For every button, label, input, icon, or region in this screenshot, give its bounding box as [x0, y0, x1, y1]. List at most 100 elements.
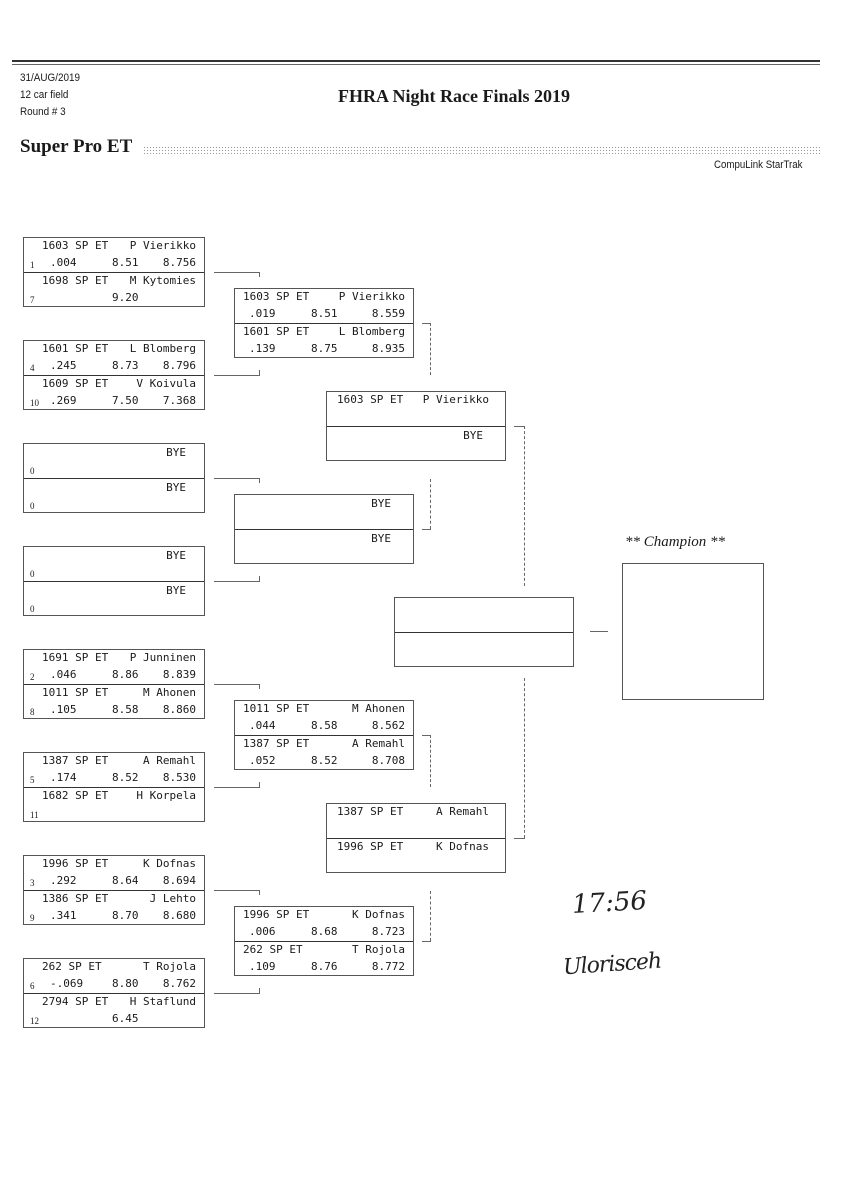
dial-in: 8.51	[311, 307, 338, 320]
dial-in: 8.51	[112, 256, 139, 269]
seed-number: 11	[30, 810, 39, 820]
seed-number: 0	[30, 501, 35, 511]
car-number: 1601 SP ET	[42, 342, 109, 355]
car-number: 262 SP ET	[243, 943, 303, 956]
bye-label: BYE	[166, 549, 186, 562]
round1-connector-tick	[259, 478, 260, 483]
round1-connector-tick	[259, 684, 260, 689]
round3-connector	[514, 838, 525, 839]
seed-number: 1	[30, 260, 35, 270]
lane-top: BYE	[235, 495, 413, 529]
driver-name: H Staflund	[129, 995, 196, 1008]
round3-connector-dashed	[524, 678, 525, 838]
dial-in: 8.80	[112, 977, 139, 990]
car-number: 1603 SP ET	[42, 239, 109, 252]
driver-name: V Koivula	[136, 377, 196, 390]
driver-name: J Lehto	[149, 892, 196, 905]
car-number: 1996 SP ET	[243, 908, 310, 921]
dial-in: 8.75	[311, 342, 338, 355]
driver-name: L Blomberg	[129, 342, 196, 355]
round2-connector	[422, 323, 431, 324]
driver-name: A Remahl	[352, 737, 405, 750]
seed-number: 8	[30, 707, 35, 717]
round2-connector	[422, 735, 431, 736]
reaction-time: .044	[249, 719, 276, 732]
reaction-time: .139	[249, 342, 276, 355]
car-number: 1387 SP ET	[337, 805, 404, 818]
dial-in: 8.70	[112, 909, 139, 922]
bye-label: BYE	[166, 584, 186, 597]
round1-connector-tick	[259, 370, 260, 375]
seed-number: 10	[30, 398, 39, 408]
lane-bottom: 1011 SP ET M Ahonen 8 .105 8.58 8.860	[24, 684, 204, 719]
reaction-time: .105	[50, 703, 77, 716]
driver-name: T Rojola	[143, 960, 196, 973]
lane-bottom: BYE 0	[24, 478, 204, 513]
elapsed-time: 8.860	[162, 703, 196, 716]
seed-number: 6	[30, 981, 35, 991]
driver-name: T Rojola	[352, 943, 405, 956]
round2-connector-dashed	[430, 323, 431, 375]
driver-name: P Junninen	[129, 651, 196, 664]
round1-connector-tick	[259, 782, 260, 787]
car-number: 1011 SP ET	[243, 702, 310, 715]
final-lane-top	[395, 598, 573, 632]
seed-number: 9	[30, 913, 35, 923]
driver-name: K Dofnas	[436, 840, 489, 853]
round1-connector	[214, 787, 260, 788]
car-number: 262 SP ET	[42, 960, 102, 973]
round-number: Round # 3	[20, 106, 66, 118]
seed-number: 0	[30, 569, 35, 579]
round1-connector	[214, 993, 260, 994]
elapsed-time: 8.756	[162, 256, 196, 269]
dial-in: 8.52	[311, 754, 338, 767]
reaction-time: .174	[50, 771, 77, 784]
car-number: 1603 SP ET	[337, 393, 404, 406]
handwritten-signature: Ulorisceh	[562, 948, 662, 981]
reaction-time: .004	[50, 256, 77, 269]
car-number: 1011 SP ET	[42, 686, 109, 699]
car-number: 1698 SP ET	[42, 274, 109, 287]
event-title: FHRA Night Race Finals 2019	[338, 86, 570, 106]
car-number: 1387 SP ET	[42, 754, 109, 767]
driver-name: M Ahonen	[143, 686, 196, 699]
dial-in: 8.58	[311, 719, 338, 732]
round1-connector	[214, 478, 260, 479]
dotted-leader	[143, 146, 820, 156]
dial-in: 8.86	[112, 668, 139, 681]
reaction-time: .292	[50, 874, 77, 887]
driver-name: M Ahonen	[352, 702, 405, 715]
driver-name: K Dofnas	[352, 908, 405, 921]
reaction-time: .052	[249, 754, 276, 767]
car-number: 1996 SP ET	[337, 840, 404, 853]
dial-in: 8.58	[112, 703, 139, 716]
round1-connector	[214, 890, 260, 891]
elapsed-time: 8.772	[371, 960, 405, 973]
round2-connector	[422, 941, 431, 942]
dial-in: 8.76	[311, 960, 338, 973]
final-lane-bottom	[395, 632, 573, 667]
dial-in: 7.50	[112, 394, 139, 407]
driver-name: A Remahl	[143, 754, 196, 767]
elapsed-time: 8.723	[371, 925, 405, 938]
bye-label: BYE	[166, 481, 186, 494]
car-number: 1603 SP ET	[243, 290, 310, 303]
round1-connector	[214, 684, 260, 685]
